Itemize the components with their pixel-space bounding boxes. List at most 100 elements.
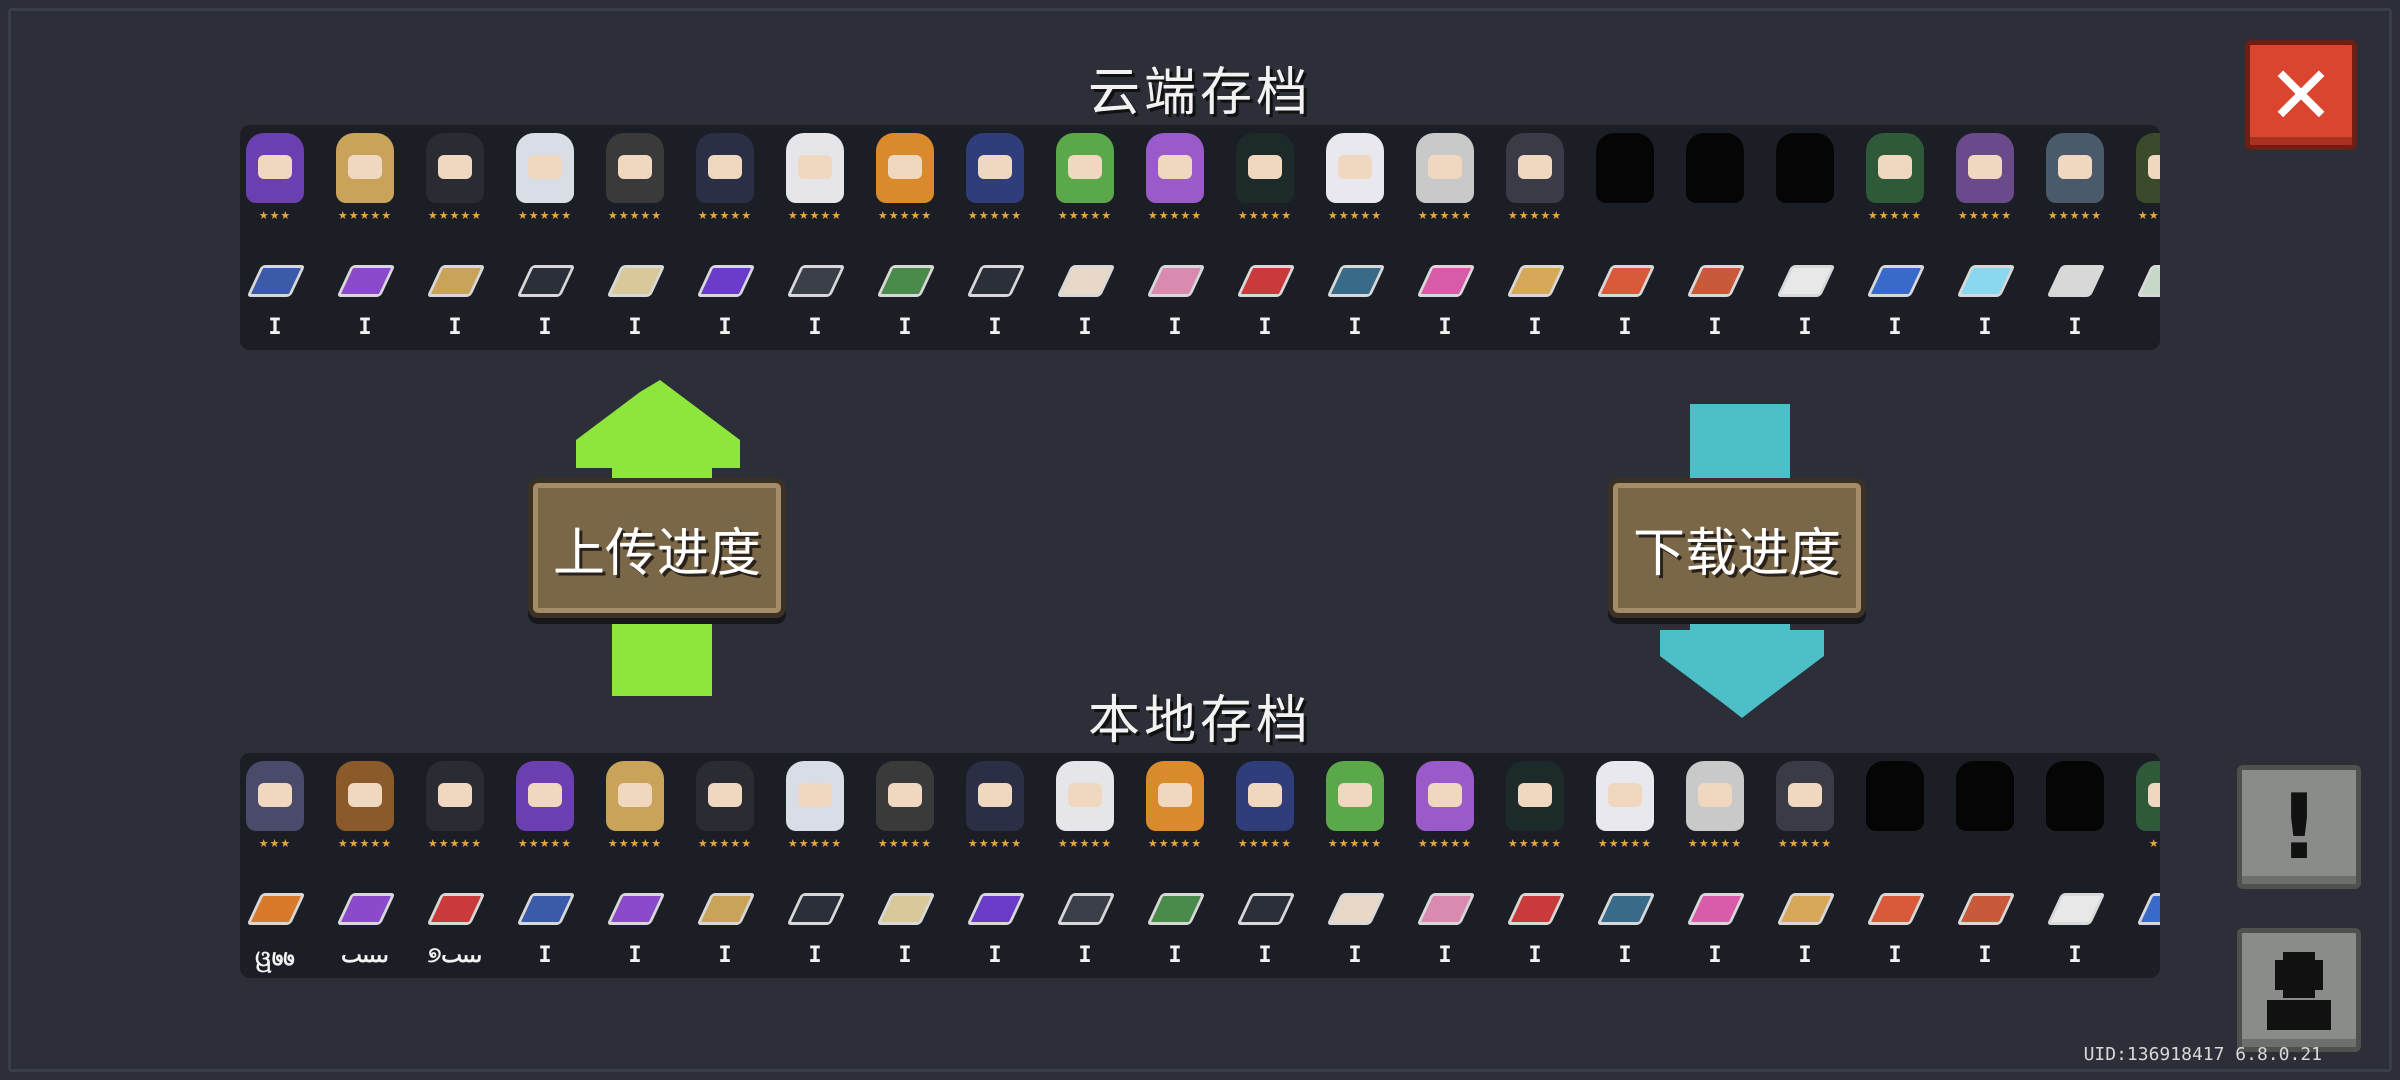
local-character-slot: ★★★ bbox=[2120, 755, 2160, 865]
item-icon bbox=[1686, 265, 1746, 297]
profile-button[interactable] bbox=[2237, 928, 2361, 1052]
local-level-mark: I bbox=[2120, 943, 2160, 973]
cloud-level-mark: I bbox=[1528, 315, 1542, 340]
local-level-mark: ٮٮٮٮٮ bbox=[341, 943, 389, 968]
cloud-level-mark: I bbox=[1258, 315, 1272, 340]
character-sprite-icon bbox=[1416, 133, 1474, 203]
star-rating: ★★★★★ bbox=[697, 209, 753, 222]
star-rating: ★★★★★ bbox=[787, 837, 843, 850]
cloud-item-slot bbox=[1220, 253, 1310, 313]
notice-button[interactable]: ! bbox=[2237, 765, 2361, 889]
local-character-row: ★★★★★★★★★★★★★★★★★★★★★★★★★★★★★★★★★★★★★★★★… bbox=[240, 755, 2160, 865]
character-sprite-icon bbox=[2136, 133, 2160, 203]
local-character-slot: ★★★★★ bbox=[950, 755, 1040, 865]
item-icon bbox=[606, 893, 666, 925]
cloud-level-row: IIIIIIIIIIIIIIIIIIIIII bbox=[240, 315, 2160, 345]
star-rating: ★★★★★ bbox=[337, 209, 393, 222]
local-item-slot bbox=[1400, 881, 1490, 941]
cloud-item-slot bbox=[1850, 253, 1940, 313]
item-icon bbox=[1326, 893, 1386, 925]
cloud-character-slot: ★★★★★ bbox=[860, 127, 950, 237]
cloud-save-title: 云端存档 bbox=[1087, 63, 1312, 123]
cloud-level-mark: I bbox=[1348, 315, 1362, 340]
cloud-character-slot: ★★★★★ bbox=[2030, 127, 2120, 237]
star-rating: ★★★★★ bbox=[1597, 837, 1653, 850]
cloud-level-mark: I bbox=[2068, 315, 2082, 340]
exclamation-icon: ! bbox=[2278, 774, 2320, 880]
local-character-slot: ★★★★★ bbox=[410, 755, 500, 865]
character-sprite-icon bbox=[1506, 761, 1564, 831]
star-rating: ★★★★★ bbox=[1327, 209, 1383, 222]
star-rating: ★★★★★ bbox=[967, 837, 1023, 850]
character-sprite-icon bbox=[1506, 133, 1564, 203]
local-item-slot bbox=[1580, 881, 1670, 941]
item-icon bbox=[2136, 265, 2160, 297]
character-sprite-icon bbox=[2046, 133, 2104, 203]
item-icon bbox=[696, 265, 756, 297]
cloud-character-slot: ★★★★★ bbox=[500, 127, 590, 237]
upload-progress-button[interactable]: 上传进度 bbox=[528, 478, 786, 618]
character-sprite-icon bbox=[246, 133, 304, 203]
item-icon bbox=[336, 893, 396, 925]
cloud-level-mark: I bbox=[1978, 315, 1992, 340]
item-icon bbox=[1596, 265, 1656, 297]
character-sprite-icon bbox=[1146, 761, 1204, 831]
cloud-item-slot bbox=[410, 253, 500, 313]
star-rating: ★★★★★ bbox=[1417, 209, 1473, 222]
cloud-level-mark: I bbox=[1168, 315, 1182, 340]
cloud-character-row: ★★★★★ ★★★★★ ★★★★★ ★★★★★ ★★★★★ ★★★★★ ★★★★★ ★★★★★… bbox=[240, 127, 2160, 237]
cloud-item-slot bbox=[2120, 253, 2160, 313]
character-sprite-icon bbox=[1956, 133, 2014, 203]
close-button[interactable]: ✕ bbox=[2245, 40, 2357, 150]
cloud-item-slot bbox=[950, 253, 1040, 313]
item-icon bbox=[696, 893, 756, 925]
local-item-row bbox=[240, 881, 2160, 941]
item-icon bbox=[1776, 265, 1836, 297]
star-rating: ★★★ bbox=[2148, 837, 2160, 850]
local-character-slot: ★★★★★ bbox=[860, 755, 950, 865]
item-icon bbox=[2136, 893, 2160, 925]
star-rating: ★★★★★ bbox=[967, 209, 1023, 222]
star-rating: ★★★★★ bbox=[607, 209, 663, 222]
character-sprite-icon bbox=[786, 761, 844, 831]
item-icon bbox=[1416, 893, 1476, 925]
local-save-strip[interactable]: ★★★★★★★★★★★★★★★★★★★★★★★★★★★★★★★★★★★★★★★★… bbox=[240, 753, 2160, 978]
cloud-item-slot bbox=[1760, 253, 1850, 313]
character-sprite-icon bbox=[1596, 761, 1654, 831]
cloud-character-slot bbox=[1760, 127, 1850, 237]
character-sprite-icon bbox=[2046, 761, 2104, 831]
star-rating: ★★★★★ bbox=[337, 837, 393, 850]
local-item-slot bbox=[240, 881, 320, 941]
download-progress-button[interactable]: 下载进度 bbox=[1608, 478, 1866, 618]
cloud-item-slot bbox=[590, 253, 680, 313]
star-rating: ★★★★★ bbox=[2137, 209, 2160, 222]
local-item-slot bbox=[500, 881, 590, 941]
character-sprite-icon bbox=[1686, 761, 1744, 831]
cloud-item-row bbox=[240, 253, 2160, 313]
character-sprite-icon bbox=[966, 133, 1024, 203]
character-sprite-icon bbox=[1776, 133, 1834, 203]
local-character-slot: ★★★★★ bbox=[770, 755, 860, 865]
cloud-item-slot bbox=[320, 253, 410, 313]
cloud-save-strip[interactable]: ★★★★★ ★★★★★ ★★★★★ ★★★★★ ★★★★★ ★★★★★ ★★★★★ ★★★★★… bbox=[240, 125, 2160, 350]
item-icon bbox=[876, 893, 936, 925]
cloud-level-mark: I bbox=[1078, 315, 1092, 340]
item-icon bbox=[516, 893, 576, 925]
star-rating: ★★★★★ bbox=[427, 209, 483, 222]
cloud-level-mark: I bbox=[808, 315, 822, 340]
cloud-character-slot: ★★★★★ bbox=[950, 127, 1040, 237]
cloud-character-slot: ★★★★★ bbox=[1130, 127, 1220, 237]
user-silhouette-icon bbox=[2267, 952, 2331, 1030]
cloud-level-mark: I bbox=[988, 315, 1002, 340]
item-icon bbox=[1056, 265, 1116, 297]
star-rating: ★★★★★ bbox=[1057, 837, 1113, 850]
local-character-slot bbox=[1940, 755, 2030, 865]
local-level-mark: I bbox=[1528, 943, 1542, 968]
cloud-character-slot: ★★★★★ bbox=[2120, 127, 2160, 237]
local-item-slot bbox=[860, 881, 950, 941]
item-icon bbox=[1146, 265, 1206, 297]
star-rating: ★★★★★ bbox=[877, 837, 933, 850]
local-item-slot bbox=[1130, 881, 1220, 941]
item-icon bbox=[786, 893, 846, 925]
local-character-slot: ★★★★★ bbox=[1580, 755, 1670, 865]
